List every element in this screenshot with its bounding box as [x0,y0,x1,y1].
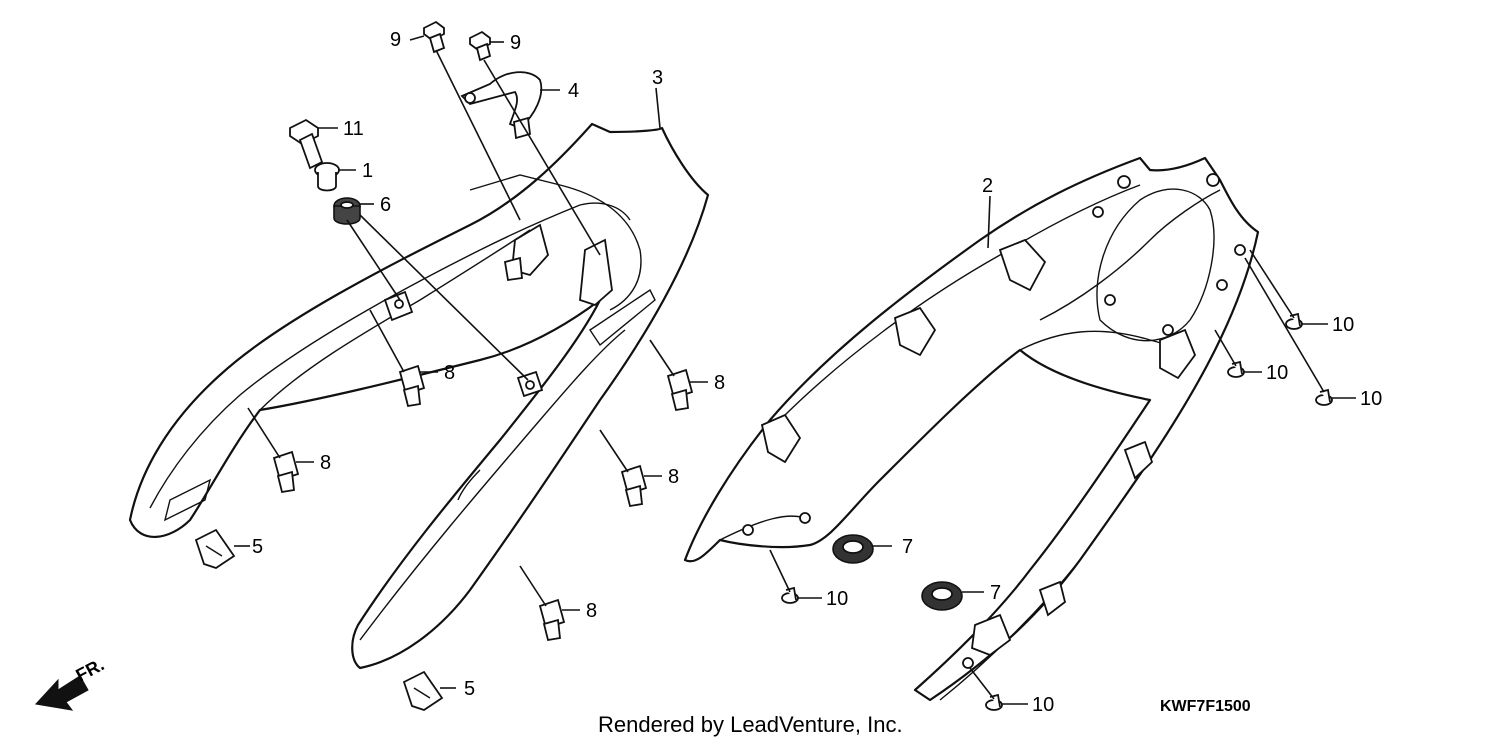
callout-8-c: 8 [714,372,725,394]
clip-8-d [620,464,648,508]
callout-4: 4 [568,80,579,102]
callout-9-right: 9 [510,32,521,54]
callout-10-d: 10 [826,588,848,610]
screw-10-a [1285,312,1303,330]
grommet-7-b [921,581,963,611]
callout-6: 6 [380,194,391,216]
clip-8-e [538,598,566,642]
callout-labels: 11 1 6 9 9 4 3 2 8 8 8 8 8 5 5 7 7 10 10… [252,29,1382,716]
bolt-11 [289,118,324,170]
callout-10-b: 10 [1266,362,1288,384]
callout-10-c: 10 [1360,388,1382,410]
clip-8-c [666,368,694,412]
callout-10-e: 10 [1032,694,1054,716]
rear-cowl-left [128,122,710,670]
clip-5-a [194,528,236,569]
callout-8-a: 8 [444,362,455,384]
screw-9-right [469,30,492,62]
callout-3: 3 [652,67,663,89]
clip-8-a [398,364,426,408]
footer-credit: Rendered by LeadVenture, Inc. [598,712,903,737]
leader-lines [234,35,1356,705]
cover-4 [460,71,543,140]
screw-9-left [423,20,446,54]
screw-10-e [985,693,1003,711]
callout-7-b: 7 [990,582,1001,604]
screw-10-b [1227,360,1245,378]
diagram-code: KWF7F1500 [1160,698,1251,715]
callout-2: 2 [982,175,993,197]
clip-8-b [272,450,300,494]
callout-10-a: 10 [1332,314,1354,336]
callout-5-a: 5 [252,536,263,558]
screw-10-c [1315,388,1333,406]
clip-5-b [402,670,444,711]
grommet-7-a [832,534,874,564]
callout-1: 1 [362,160,373,182]
callout-8-d: 8 [668,466,679,488]
callout-5-b: 5 [464,678,475,700]
callout-8-e: 8 [586,600,597,622]
callout-11: 11 [343,118,364,140]
rear-inner-panel-right [683,156,1260,702]
collar-1 [314,162,340,192]
front-direction-indicator: FR. [35,654,107,711]
callout-9-left: 9 [390,29,401,51]
callout-7-a: 7 [902,536,913,558]
front-arrow-icon [35,675,89,711]
callout-8-b: 8 [320,452,331,474]
